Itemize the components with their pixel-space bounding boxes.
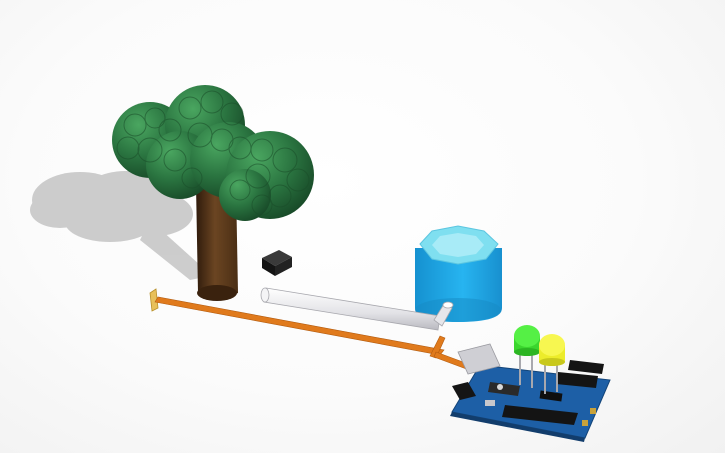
pipe-model[interactable] <box>260 287 454 331</box>
black-cube-model[interactable] <box>262 250 292 276</box>
led-model-green[interactable] <box>514 325 540 388</box>
tree-canopy <box>112 85 314 221</box>
tree-trunk-base <box>197 285 237 301</box>
led-model-yellow[interactable] <box>539 334 565 394</box>
tree-shadow <box>30 171 215 280</box>
tree-model[interactable] <box>112 85 314 301</box>
cylinder-tank-model[interactable] <box>415 225 502 322</box>
microcontroller-model[interactable] <box>450 343 611 442</box>
